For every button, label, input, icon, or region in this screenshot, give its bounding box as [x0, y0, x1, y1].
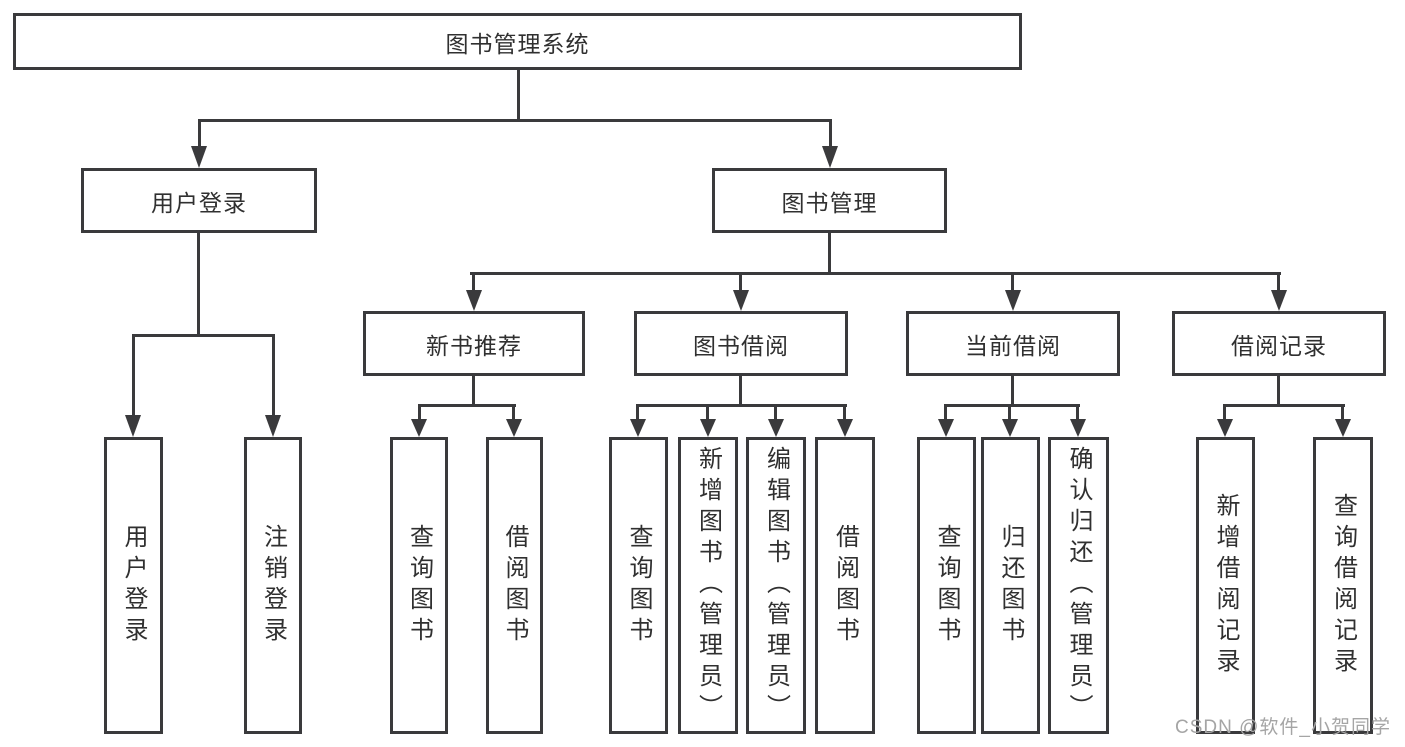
- connector-root-stem: [517, 70, 520, 121]
- connector-level3-branch: [470, 272, 1281, 275]
- arrowhead-down-icon: [265, 415, 281, 437]
- node-book-borrowing: 图书借阅: [634, 311, 848, 376]
- connector-drop: [132, 334, 135, 417]
- node-borrow-books: 借阅图书: [815, 437, 875, 734]
- arrowhead-down-icon: [1271, 290, 1287, 311]
- node-user-login-group: 用户登录: [81, 168, 317, 233]
- connector-drop: [198, 119, 201, 148]
- connector-stem: [1277, 376, 1280, 407]
- arrowhead-down-icon: [1335, 419, 1351, 437]
- connector-drop: [1223, 404, 1226, 420]
- node-library-system: 图书管理系统: [13, 13, 1022, 70]
- node-query-books-borrowing: 查询图书: [609, 437, 668, 734]
- connector-user-login-branch: [132, 334, 275, 337]
- connector-branch: [418, 404, 516, 407]
- node-add-books-admin: 新增图书（管理员）: [678, 437, 738, 734]
- arrowhead-down-icon: [1002, 419, 1018, 437]
- node-query-borrow-record: 查询借阅记录: [1313, 437, 1373, 734]
- arrowhead-down-icon: [1005, 290, 1021, 311]
- arrowhead-down-icon: [837, 419, 853, 437]
- node-borrowing-records: 借阅记录: [1172, 311, 1386, 376]
- connector-drop: [636, 404, 639, 420]
- node-add-borrow-record: 新增借阅记录: [1196, 437, 1255, 734]
- connector-drop: [512, 404, 515, 420]
- node-current-borrowing: 当前借阅: [906, 311, 1120, 376]
- arrowhead-down-icon: [125, 415, 141, 437]
- connector-branch: [945, 404, 1080, 407]
- connector-drop: [472, 272, 475, 292]
- arrowhead-down-icon: [1217, 419, 1233, 437]
- connector-drop: [829, 119, 832, 148]
- connector-drop: [1011, 272, 1014, 292]
- connector-drop: [1076, 404, 1079, 420]
- connector-user-login-stem: [197, 233, 200, 336]
- node-book-management: 图书管理: [712, 168, 947, 233]
- connector-stem: [472, 376, 475, 407]
- node-logout: 注销登录: [244, 437, 302, 734]
- connector-book-mgmt-stem: [828, 233, 831, 274]
- arrowhead-down-icon: [700, 419, 716, 437]
- connector-branch: [1224, 404, 1345, 407]
- connector-drop: [774, 404, 777, 420]
- node-confirm-return-admin: 确认归还（管理员）: [1048, 437, 1109, 734]
- connector-drop: [418, 404, 421, 420]
- arrowhead-down-icon: [506, 419, 522, 437]
- node-edit-books-admin: 编辑图书（管理员）: [746, 437, 806, 734]
- arrowhead-down-icon: [630, 419, 646, 437]
- node-user-login: 用户登录: [104, 437, 163, 734]
- connector-drop: [1341, 404, 1344, 420]
- arrowhead-down-icon: [411, 419, 427, 437]
- connector-stem: [739, 376, 742, 407]
- connector-stem: [1011, 376, 1014, 407]
- node-new-book-recommend: 新书推荐: [363, 311, 585, 376]
- node-borrow-books-recommend: 借阅图书: [486, 437, 543, 734]
- arrowhead-down-icon: [1070, 419, 1086, 437]
- connector-drop: [843, 404, 846, 420]
- node-return-books: 归还图书: [981, 437, 1040, 734]
- arrowhead-down-icon: [733, 290, 749, 311]
- connector-level2-branch: [198, 119, 832, 122]
- node-query-books-recommend: 查询图书: [390, 437, 448, 734]
- connector-branch: [637, 404, 847, 407]
- arrowhead-down-icon: [938, 419, 954, 437]
- node-query-books-current: 查询图书: [917, 437, 976, 734]
- connector-drop: [944, 404, 947, 420]
- connector-drop: [706, 404, 709, 420]
- connector-drop: [1277, 272, 1280, 292]
- arrowhead-down-icon: [191, 146, 207, 168]
- csdn-watermark: CSDN @软件_小贺同学: [1175, 717, 1391, 738]
- arrowhead-down-icon: [768, 419, 784, 437]
- connector-drop: [739, 272, 742, 292]
- arrowhead-down-icon: [466, 290, 482, 311]
- connector-drop: [272, 334, 275, 417]
- arrowhead-down-icon: [822, 146, 838, 168]
- connector-drop: [1008, 404, 1011, 420]
